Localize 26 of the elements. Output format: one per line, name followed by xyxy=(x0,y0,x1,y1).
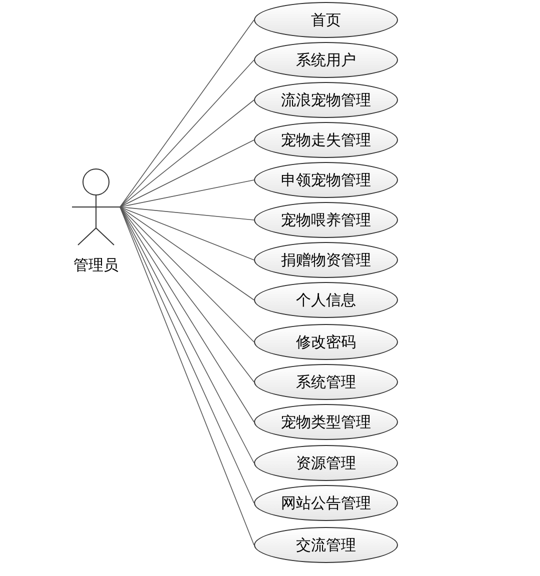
use-case-label: 资源管理 xyxy=(296,454,356,472)
use-case-label: 网站公告管理 xyxy=(281,494,371,512)
association-line xyxy=(120,206,254,382)
use-case-label: 宠物类型管理 xyxy=(281,412,371,432)
association-line xyxy=(120,140,254,208)
use-case-label: 修改密码 xyxy=(296,332,356,352)
use-case-label: 捐赠物资管理 xyxy=(281,250,371,270)
use-case-label: 宠物喂养管理 xyxy=(281,210,371,230)
use-case-label: 宠物走失管理 xyxy=(281,130,371,150)
association-line xyxy=(120,206,254,260)
use-case-label: 流浪宠物管理 xyxy=(281,90,371,110)
use-case-label: 交流管理 xyxy=(296,536,356,554)
use-case-label: 系统管理 xyxy=(296,372,356,392)
actor-label: 管理员 xyxy=(72,256,120,275)
association-line xyxy=(120,206,254,300)
association-line xyxy=(120,100,254,208)
association-line xyxy=(120,180,254,208)
association-line xyxy=(120,206,254,422)
use-case-label: 个人信息 xyxy=(296,290,356,310)
use-case-label: 申领宠物管理 xyxy=(281,170,371,190)
use-case-label: 首页 xyxy=(311,10,341,30)
use-case-label: 系统用户 xyxy=(296,50,356,70)
association-line xyxy=(120,20,254,208)
association-line xyxy=(120,60,254,208)
association-line xyxy=(120,206,254,220)
association-line xyxy=(120,206,254,342)
